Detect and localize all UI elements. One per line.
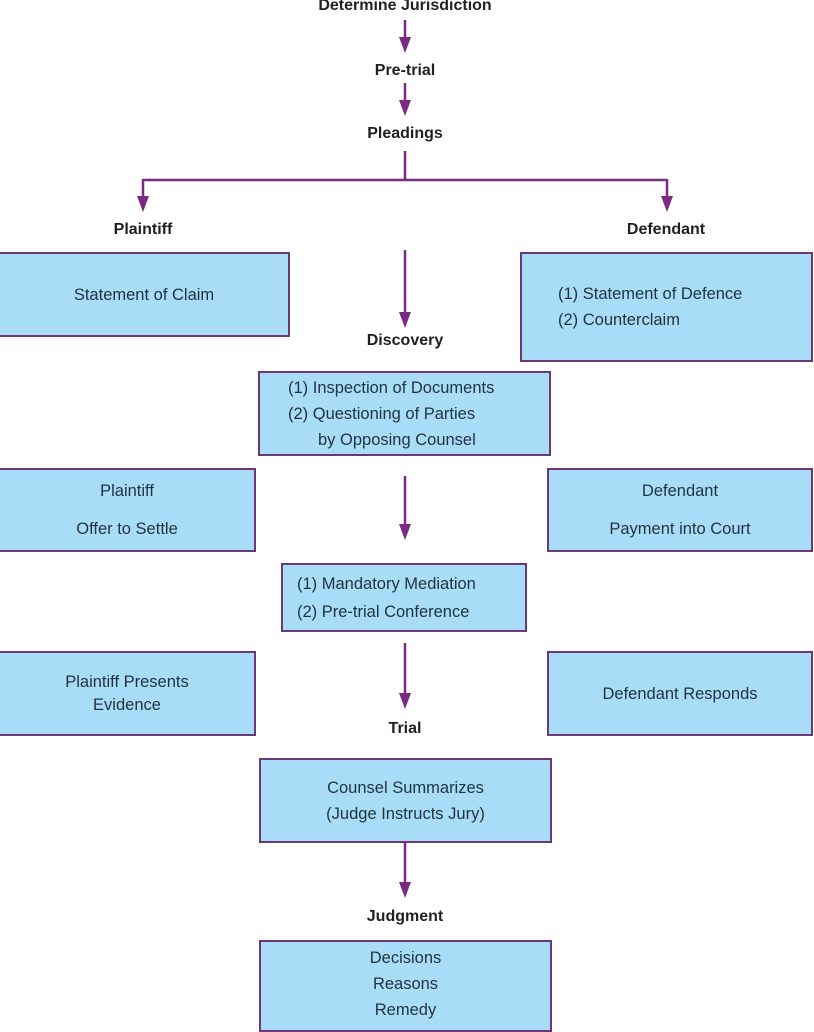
box-line: (2) Questioning of Parties [288, 404, 476, 423]
box-line: Remedy [374, 1001, 437, 1019]
box-line: Plaintiff Presents [65, 672, 189, 691]
box-judgment-outcome: Decisions Reasons Remedy [259, 940, 552, 1032]
box-mediation-conference: (1) Mandatory Mediation (2) Pre-trial Co… [281, 563, 527, 632]
box-line: by Opposing Counsel [318, 430, 476, 449]
box-plaintiff-offer-to-settle: Plaintiff Offer to Settle [0, 468, 256, 552]
arrow-pretrial-to-pleadings-head-icon [399, 100, 411, 116]
box-defendant-payment-into-court: Defendant Payment into Court [547, 468, 813, 552]
box-line: (2) Counterclaim [558, 311, 680, 329]
box-line: Defendant [641, 482, 719, 500]
arrow-to-mediation-head-icon [399, 524, 411, 540]
box-statement-of-defence: (1) Statement of Defence (2) Counterclai… [520, 252, 813, 362]
stage-determine-jurisdiction: Determine Jurisdiction [318, 0, 492, 14]
box-line: Decisions [369, 949, 442, 967]
box-counsel-summarizes: Counsel Summarizes (Judge Instructs Jury… [259, 758, 552, 843]
box-line: Statement of Claim [73, 285, 215, 304]
party-defendant-label: Defendant [626, 221, 706, 238]
arrow-to-discovery-head-icon [399, 312, 411, 328]
box-statement-of-claim: Statement of Claim [0, 252, 290, 337]
box-line: Plaintiff [100, 482, 154, 500]
box-line: (1) Inspection of Documents [288, 378, 495, 397]
box-discovery-steps: (1) Inspection of Documents (2) Question… [258, 371, 551, 456]
stage-pleadings: Pleadings [367, 125, 443, 142]
party-plaintiff-label: Plaintiff [113, 221, 173, 238]
box-plaintiff-presents-evidence: Plaintiff Presents Evidence [0, 651, 256, 736]
arrow-to-plaintiff-head-icon [137, 196, 149, 212]
box-line: (2) Pre-trial Conference [297, 602, 470, 621]
box-line: (1) Statement of Defence [558, 285, 743, 303]
box-defendant-responds: Defendant Responds [547, 651, 813, 736]
stage-pre-trial: Pre-trial [374, 62, 436, 79]
stage-judgment: Judgment [366, 908, 444, 925]
box-line: Counsel Summarizes [327, 778, 484, 797]
stage-discovery: Discovery [366, 332, 444, 349]
box-line: (Judge Instructs Jury) [326, 804, 485, 823]
arrow-jurisdiction-to-pretrial-head-icon [399, 37, 411, 53]
stage-trial: Trial [388, 720, 422, 737]
box-line: Defendant Responds [602, 684, 758, 703]
arrow-to-trial-head-icon [399, 693, 411, 709]
box-line: Reasons [372, 975, 439, 993]
box-line: (1) Mandatory Mediation [297, 574, 476, 593]
box-line: Evidence [93, 695, 161, 714]
box-line: Payment into Court [609, 520, 751, 538]
arrow-to-defendant-head-icon [661, 196, 673, 212]
arrow-to-judgment-head-icon [399, 882, 411, 898]
box-line: Offer to Settle [76, 520, 178, 538]
